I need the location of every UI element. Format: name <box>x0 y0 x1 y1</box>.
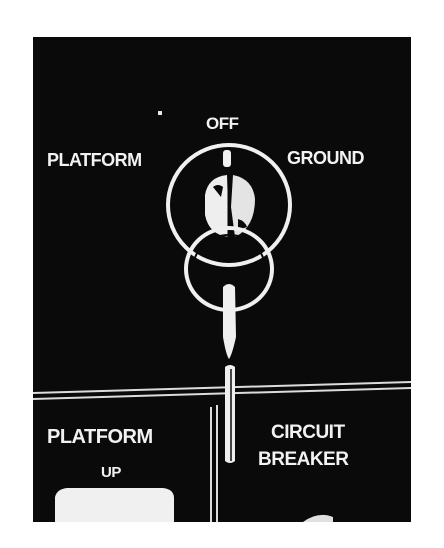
vertical-divider <box>211 405 217 522</box>
breaker-label: BREAKER <box>258 450 348 469</box>
panel-artwork <box>33 37 411 522</box>
ground-position-label: GROUND <box>287 149 364 167</box>
platform-up-label: PLATFORM <box>47 427 153 447</box>
up-label: UP <box>101 465 121 480</box>
circuit-label: CIRCUIT <box>271 423 345 442</box>
selector-switch[interactable] <box>168 145 290 463</box>
off-label: OFF <box>206 115 239 132</box>
circuit-breaker-edge[interactable] <box>303 515 333 522</box>
platform-up-button[interactable] <box>55 488 174 522</box>
horizontal-divider <box>33 382 411 399</box>
control-panel: OFF PLATFORM GROUND PLATFORM UP CIRCUIT … <box>33 37 411 522</box>
platform-position-label: PLATFORM <box>47 151 142 169</box>
panel-mark <box>158 111 162 115</box>
